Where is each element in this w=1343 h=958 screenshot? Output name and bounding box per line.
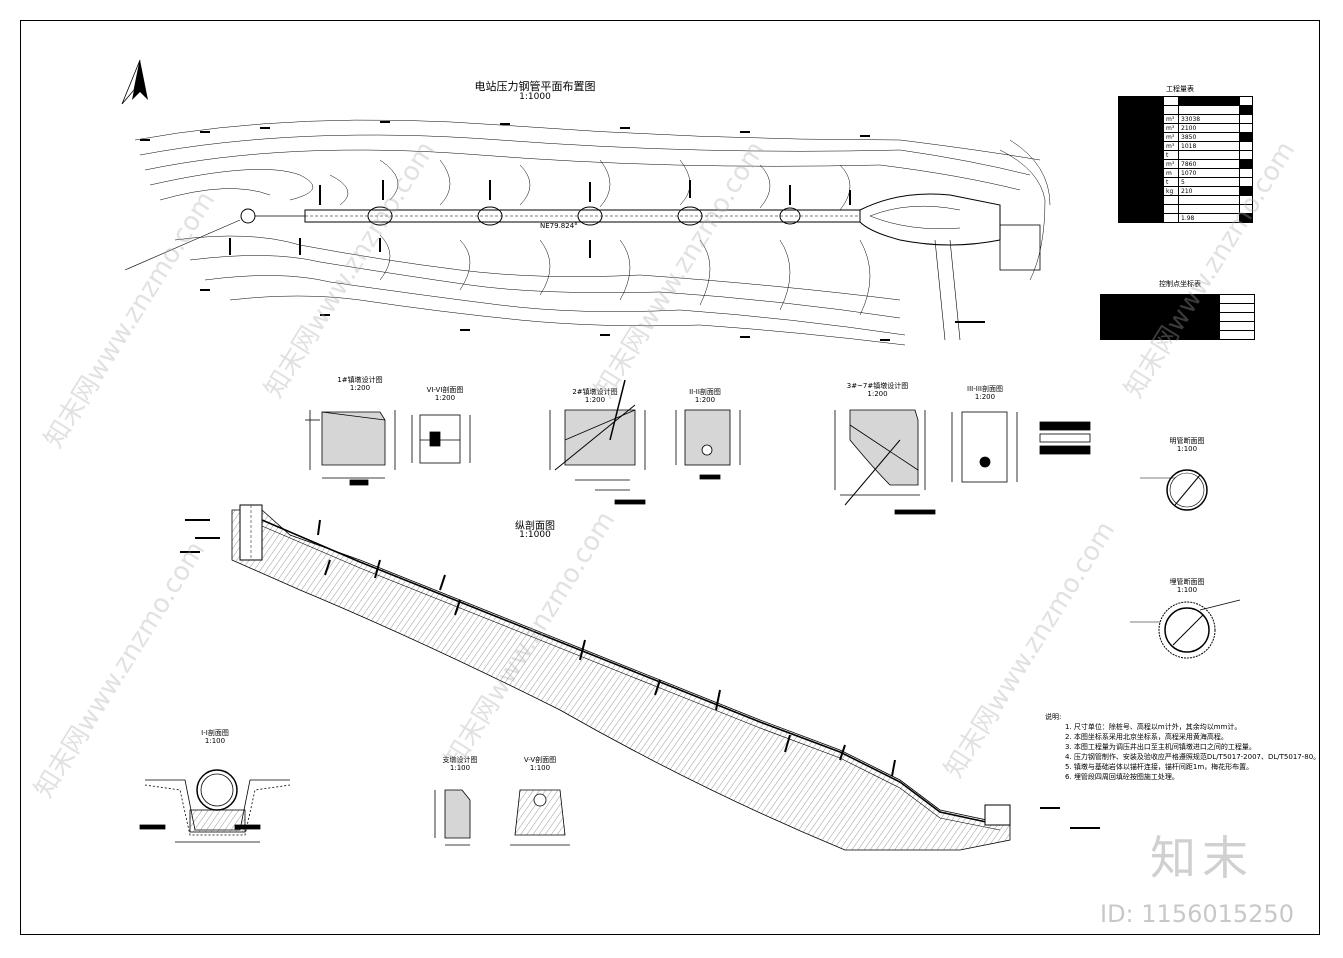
note-item: 1. 尺寸单位：除桩号、高程以m计外，其余均以mm计。 — [1065, 723, 1242, 731]
note-item: 3. 本图工程量为调压井出口至主机间镇墩进口之间的工程量。 — [1065, 743, 1256, 751]
sec-vi-drawing — [411, 414, 471, 464]
quantity-unit: m³ — [1163, 114, 1179, 124]
buried-pipe-drawing — [1130, 599, 1241, 659]
sec-ii-scale: 1:200 — [694, 396, 716, 404]
profile-scale: 1:1000 — [519, 530, 551, 540]
quantity-table-title: 工程量表 — [1166, 85, 1194, 93]
quantity-unit: m³ — [1163, 159, 1179, 169]
profile-title: 纵剖面图 — [515, 521, 555, 532]
quantity-value: 33038 — [1177, 114, 1241, 124]
sec-iii-drawing — [951, 411, 1091, 483]
plan-markers — [229, 180, 851, 258]
quantity-value: 1018 — [1177, 141, 1241, 151]
sec-vi-title: VI-VI剖面图 — [426, 386, 464, 394]
quantity-unit: kg — [1163, 186, 1179, 196]
note-item: 6. 埋管段四周回填砼按图施工处理。 — [1065, 773, 1179, 781]
note-item: 5. 镇墩与基础岩体以锚杆连接，锚杆间距1m，梅花形布置。 — [1065, 763, 1254, 771]
open-pipe-title: 明管断面图 — [1169, 437, 1205, 445]
quantity-unit: m — [1163, 168, 1179, 178]
image-id: ID: 1156015250 — [1100, 900, 1294, 928]
table-row — [1118, 105, 1253, 115]
plan-dashes — [140, 121, 985, 341]
note-item: 4. 压力钢管制作、安装及验收应严格遵照规范DL/T5017-2007、DL/T… — [1065, 753, 1321, 761]
open-pipe-drawing — [1140, 469, 1208, 511]
plan-bearing-label: NE79.824° — [540, 222, 578, 230]
quantity-value: 5 — [1177, 177, 1241, 187]
anchor3-scale: 1:200 — [867, 390, 888, 398]
anchor2-drawing — [549, 379, 646, 505]
quantity-unit: m³ — [1163, 132, 1179, 142]
sec-v-title: V-V剖面图 — [523, 756, 557, 764]
sec-ii-drawing — [675, 409, 741, 480]
control-table — [1100, 294, 1255, 340]
quantity-value: 1.98 — [1177, 213, 1241, 223]
profile-drawing — [180, 504, 1100, 851]
support-drawing — [434, 789, 471, 846]
quantity-unit — [1163, 105, 1179, 115]
anchor2-title: 2#镇墩设计图 — [572, 388, 618, 396]
notes-heading: 说明: — [1045, 713, 1062, 721]
anchor1-scale: 1:200 — [349, 384, 371, 392]
quantity-value: 210 — [1177, 186, 1241, 196]
control-table-title: 控制点坐标表 — [1159, 280, 1201, 288]
plan-contours — [134, 119, 1051, 346]
support-scale: 1:100 — [449, 764, 471, 772]
buried-pipe-scale: 1:100 — [1176, 586, 1198, 594]
support-title: 支墩设计图 — [442, 756, 478, 764]
plan-penstock — [124, 193, 1041, 341]
sec-v-scale: 1:100 — [529, 764, 551, 772]
table-row — [1118, 96, 1253, 106]
anchor1-drawing — [305, 410, 396, 486]
sec-vi-scale: 1:200 — [434, 394, 456, 402]
quantity-value: 3850 — [1177, 132, 1241, 142]
table-row: t — [1118, 150, 1253, 160]
sec-i-scale: 1:100 — [204, 737, 226, 745]
plan-scale: 1:1000 — [519, 92, 551, 102]
open-pipe-scale: 1:100 — [1176, 445, 1198, 453]
sec-i-title: I-I剖面图 — [201, 729, 229, 737]
quantity-unit: m³ — [1163, 141, 1179, 151]
quantity-value — [1177, 105, 1241, 115]
quantity-unit — [1163, 213, 1179, 223]
north-arrow-icon — [121, 59, 148, 105]
quantity-unit — [1163, 195, 1179, 205]
quantity-value: 7860 — [1177, 159, 1241, 169]
sec-iii-title: III-III剖面图 — [967, 385, 1003, 393]
quantity-value: 1070 — [1177, 168, 1241, 178]
sec-iii-scale: 1:200 — [974, 393, 996, 401]
buried-pipe-title: 埋管断面图 — [1169, 578, 1205, 586]
sec-ii-title: II-II剖面图 — [689, 388, 721, 396]
notes: 说明: 1. 尺寸单位：除桩号、高程以m计外，其余均以mm计。 2. 本图坐标系… — [1045, 712, 1320, 782]
table-row: 1.98 — [1118, 213, 1253, 223]
anchor1-title: 1#镇墩设计图 — [337, 376, 383, 384]
note-item: 2. 本图坐标系采用北京坐标系，高程采用黄海高程。 — [1065, 733, 1228, 741]
quantity-unit: t — [1163, 150, 1179, 160]
quantity-unit: t — [1163, 177, 1179, 187]
sec-v-drawing — [510, 789, 570, 846]
plan-title: 电站压力钢管平面布置图 — [474, 80, 596, 93]
anchor3-title: 3#~7#镇墩设计图 — [846, 382, 909, 390]
anchor3-drawing — [834, 409, 936, 515]
brand-logo: 知末 — [1150, 831, 1254, 885]
sec-i-drawing — [139, 769, 291, 843]
drawing-frame — [20, 20, 1320, 935]
quantity-unit: m³ — [1163, 123, 1179, 133]
quantity-value — [1177, 150, 1241, 160]
quantity-unit — [1163, 204, 1179, 214]
anchor2-scale: 1:200 — [584, 396, 606, 404]
quantity-value: 2100 — [1177, 123, 1241, 133]
